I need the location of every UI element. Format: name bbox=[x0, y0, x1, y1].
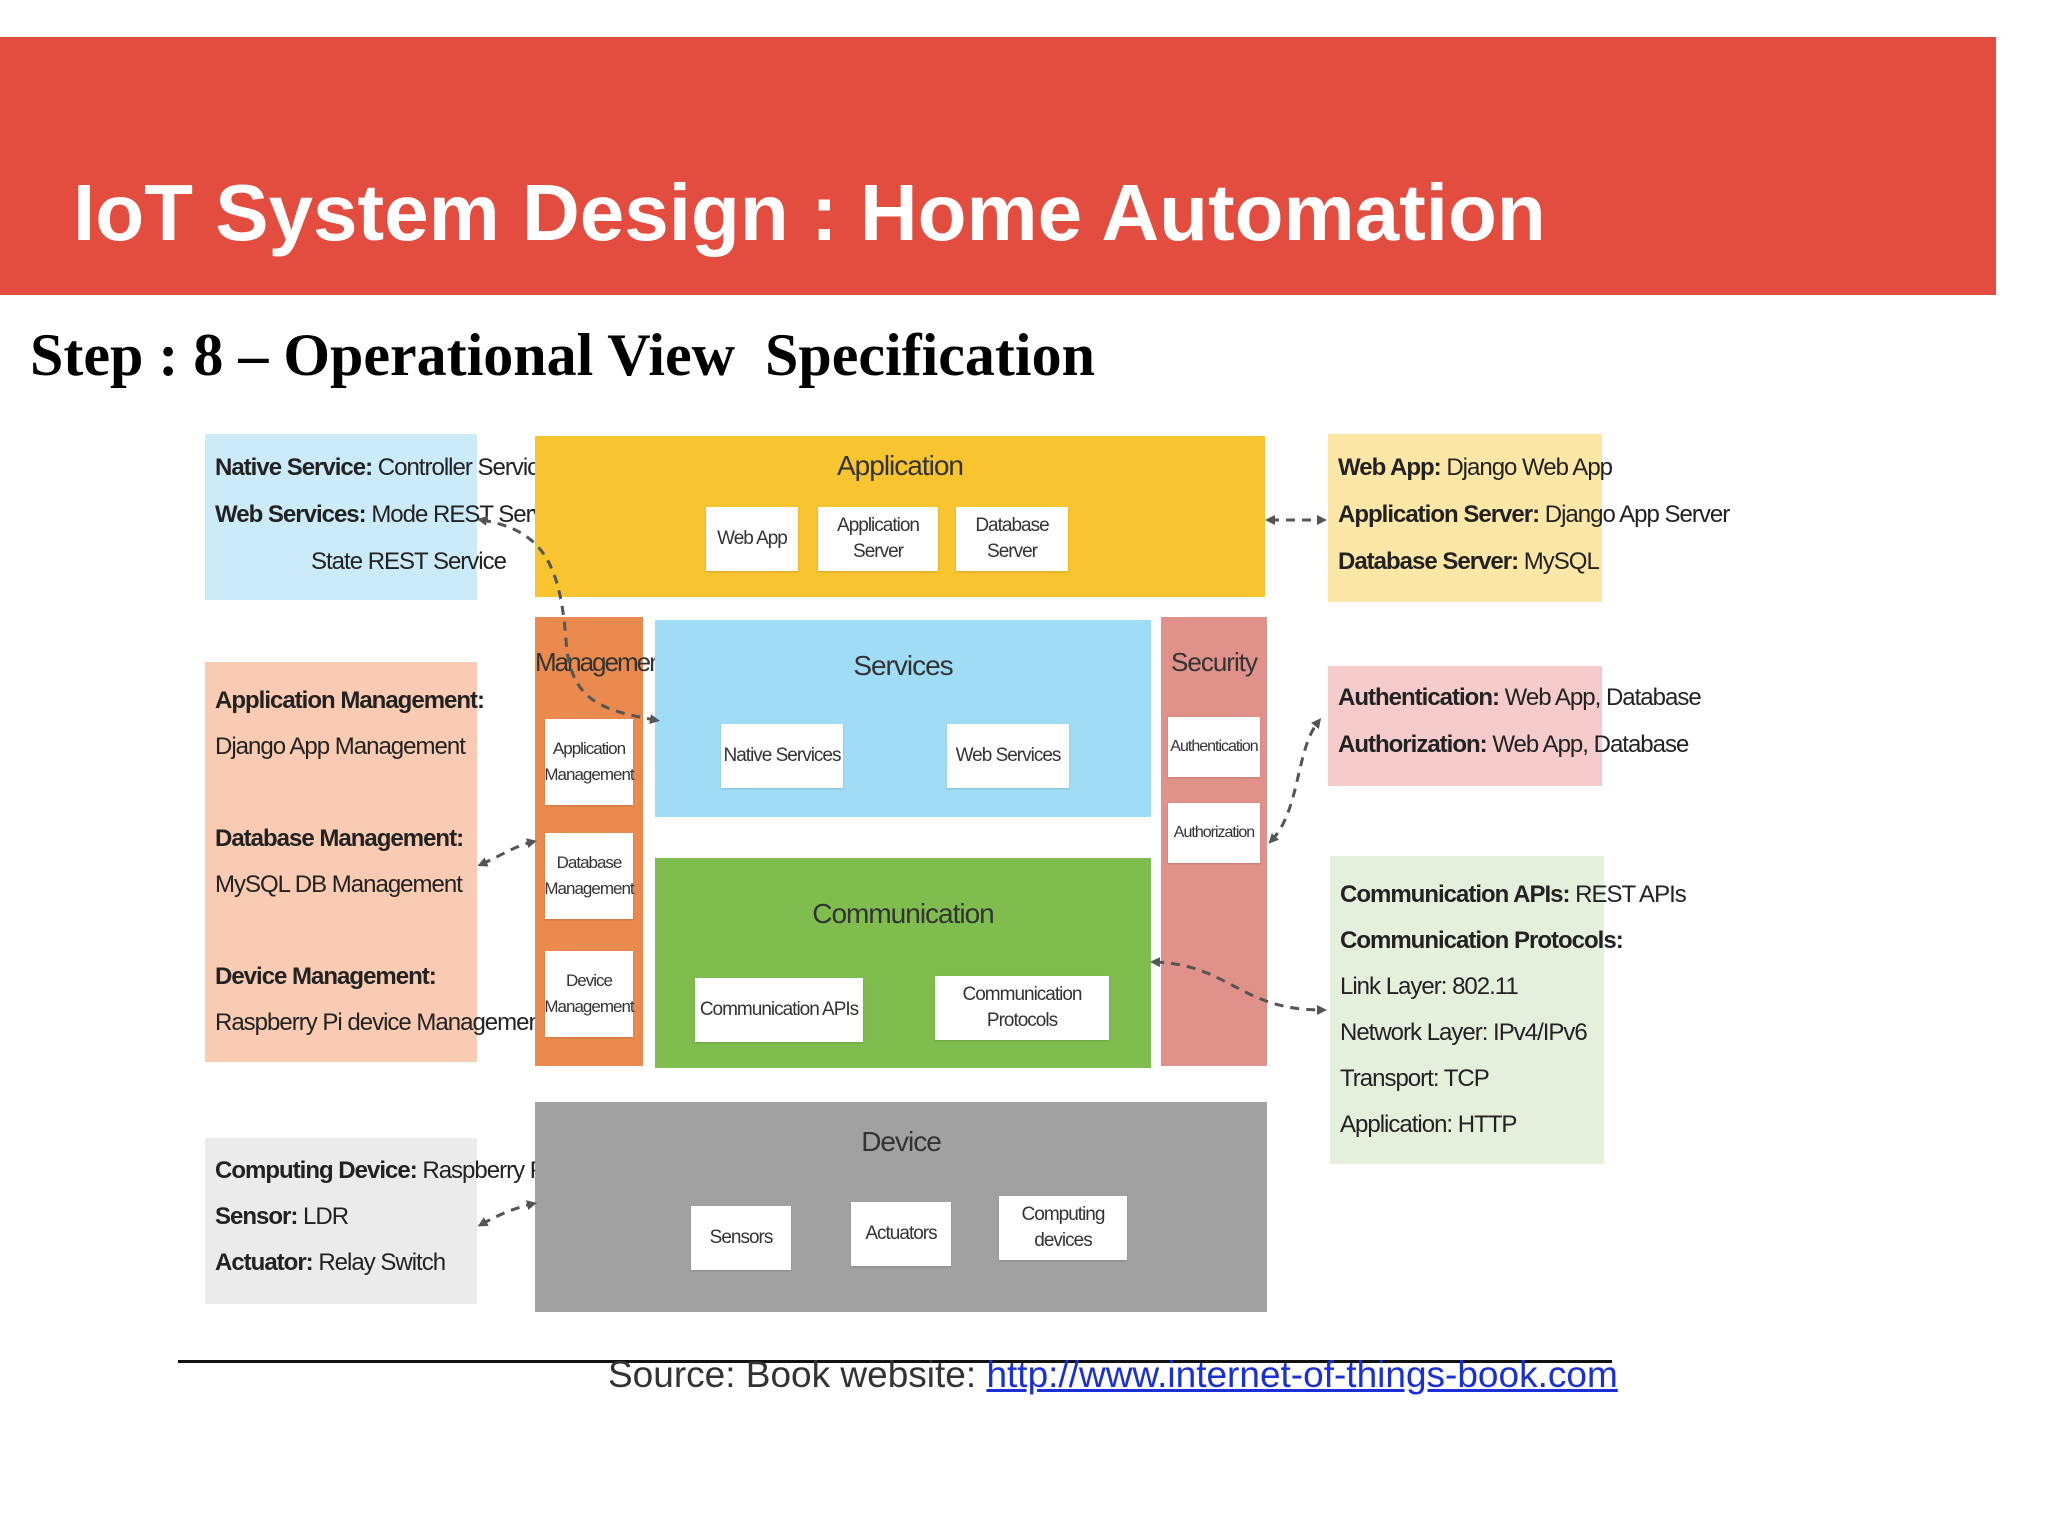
slide-title: IoT System Design : Home Automation bbox=[73, 168, 1546, 257]
communication-protocols-label: Communication Protocols: bbox=[1340, 927, 1624, 954]
application-protocol: Application: HTTP bbox=[1340, 1111, 1517, 1138]
services-spec-box: Native Service: Controller Service Web S… bbox=[205, 434, 578, 600]
chip-authentication: Authentication bbox=[1168, 717, 1260, 777]
management-layer: Management Application Management Databa… bbox=[535, 617, 669, 1066]
authorization-label: Authorization: bbox=[1338, 731, 1488, 758]
network-layer: Network Layer: IPv4/IPv6 bbox=[1340, 1019, 1588, 1046]
chip-native-services: Native Services bbox=[721, 724, 843, 788]
source-citation: Source: Book website: http://www.interne… bbox=[608, 1354, 1618, 1396]
transport-layer: Transport: TCP bbox=[1340, 1065, 1490, 1092]
chip-communication-apis: Communication APIs bbox=[695, 978, 863, 1042]
source-label: Source: bbox=[608, 1354, 736, 1395]
native-service-value: Controller Service bbox=[377, 454, 552, 481]
application-layer-title: Application bbox=[837, 450, 964, 481]
database-server-label: Database Server: bbox=[1338, 548, 1519, 575]
services-layer: Services Native Services Web Services bbox=[655, 620, 1151, 817]
app-management-value: Django App Management bbox=[215, 733, 466, 760]
chip-authorization: Authorization bbox=[1168, 803, 1260, 863]
security-spec-box: Authentication: Web App, Database Author… bbox=[1328, 666, 1702, 786]
device-layer-title: Device bbox=[861, 1126, 942, 1157]
authentication-label: Authentication: bbox=[1338, 684, 1500, 711]
chip-database-management: Database Management bbox=[544, 833, 635, 919]
services-layer-title: Services bbox=[853, 650, 953, 681]
arrow-communication-spec bbox=[1150, 957, 1327, 1015]
db-management-value: MySQL DB Management bbox=[215, 871, 463, 898]
communication-layer: Communication Communication APIs Communi… bbox=[655, 858, 1151, 1068]
chip-computing-devices: Computing devices bbox=[999, 1196, 1127, 1260]
communication-spec-box: Communication APIs: REST APIs Communicat… bbox=[1330, 856, 1687, 1164]
chip-device-management: Device Management bbox=[544, 951, 635, 1037]
computing-device-label: Computing Device: bbox=[215, 1157, 418, 1184]
actuator-value: Relay Switch bbox=[318, 1249, 446, 1276]
device-management-label: Device Management: bbox=[215, 963, 437, 990]
chip-application-management: Application Management bbox=[544, 719, 635, 805]
management-spec-box: Application Management: Django App Manag… bbox=[205, 662, 548, 1062]
authentication-value: Web App, Database bbox=[1504, 684, 1702, 711]
application-spec-box: Web App: Django Web App Application Serv… bbox=[1328, 434, 1730, 602]
security-layer-title: Security bbox=[1171, 647, 1258, 677]
chip-web-app: Web App bbox=[706, 507, 798, 571]
arrow-management-spec bbox=[477, 838, 537, 867]
application-server-value: Django App Server bbox=[1544, 501, 1730, 528]
chip-communication-protocols: Communication Protocols bbox=[935, 976, 1109, 1040]
link-layer: Link Layer: 802.11 bbox=[1340, 973, 1519, 1000]
source-link[interactable]: http://www.internet-of-things-book.com bbox=[986, 1354, 1618, 1395]
title-banner bbox=[0, 37, 1996, 295]
source-text: Book website: bbox=[745, 1354, 977, 1395]
application-server-label: Application Server: bbox=[1338, 501, 1540, 528]
sensor-label: Sensor: bbox=[215, 1203, 298, 1230]
arrow-device-spec bbox=[477, 1200, 537, 1227]
web-app-value: Django Web App bbox=[1446, 454, 1613, 481]
actuator-label: Actuator: bbox=[215, 1249, 314, 1276]
device-spec-box: Computing Device: Raspberry Pi Sensor: L… bbox=[205, 1138, 550, 1304]
device-layer: Device Sensors Actuators Computing devic… bbox=[535, 1102, 1267, 1312]
step-title: Step : 8 – Operational View Specificatio… bbox=[30, 322, 1095, 388]
communication-layer-title: Communication bbox=[812, 898, 995, 929]
web-services-value-2: State REST Service bbox=[311, 548, 507, 575]
arrow-services-spec bbox=[477, 515, 660, 725]
app-management-label: Application Management: bbox=[215, 687, 485, 714]
source-divider bbox=[178, 1360, 1612, 1363]
chip-sensors: Sensors bbox=[691, 1206, 791, 1270]
communication-apis-value: REST APIs bbox=[1575, 881, 1687, 908]
web-app-label: Web App: bbox=[1338, 454, 1442, 481]
computing-device-value: Raspberry Pi bbox=[422, 1157, 550, 1184]
sensor-value: LDR bbox=[303, 1203, 349, 1230]
chip-web-services: Web Services bbox=[947, 724, 1069, 788]
web-services-label: Web Services: bbox=[215, 501, 367, 528]
communication-apis-label: Communication APIs: bbox=[1340, 881, 1570, 908]
native-service-label: Native Service: bbox=[215, 454, 373, 481]
database-server-value: MySQL bbox=[1523, 548, 1600, 575]
arrow-security-spec bbox=[1268, 718, 1322, 844]
chip-application-server: Application Server bbox=[818, 507, 938, 571]
db-management-label: Database Management: bbox=[215, 825, 464, 852]
authorization-value: Web App, Database bbox=[1492, 731, 1689, 758]
chip-actuators: Actuators bbox=[851, 1202, 951, 1266]
chip-database-server: Database Server bbox=[956, 507, 1068, 571]
